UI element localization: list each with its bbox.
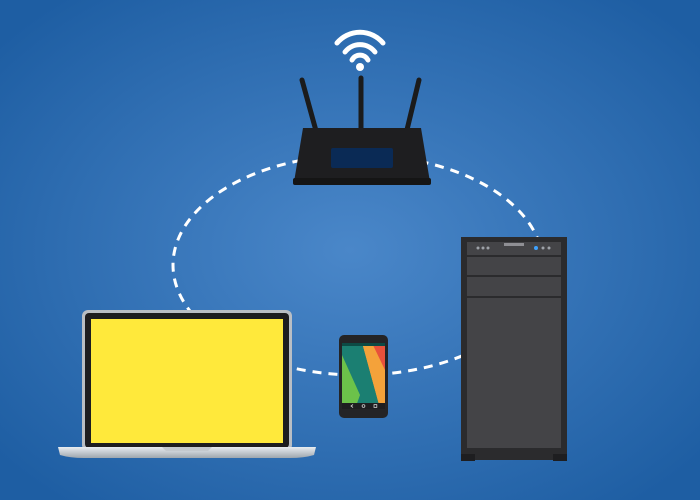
laptop-base (58, 447, 316, 458)
desktop-tower (461, 237, 567, 461)
tower-power-button (504, 243, 524, 246)
phone-home-icon (361, 404, 366, 408)
phone-back-icon (350, 404, 354, 408)
wifi-icon (334, 29, 386, 71)
smartphone (339, 335, 388, 418)
phone-wallpaper-orange (362, 343, 385, 409)
tower-foot-right (553, 454, 567, 461)
laptop (58, 310, 316, 458)
router-display (331, 148, 393, 168)
tower-status-light-blue (534, 246, 538, 250)
tower-front-panel (467, 242, 561, 448)
phone-recents-icon (373, 404, 378, 408)
phone-status-bar (342, 343, 385, 346)
tower-foot-left (461, 454, 475, 461)
wifi-router (293, 75, 431, 185)
laptop-trackpad-notch (162, 447, 212, 451)
phone-nav-bar (342, 403, 385, 409)
laptop-screen (91, 319, 283, 443)
phone-wallpaper-red (372, 343, 385, 370)
router-base (293, 178, 431, 185)
phone-wallpaper-green (342, 355, 360, 409)
